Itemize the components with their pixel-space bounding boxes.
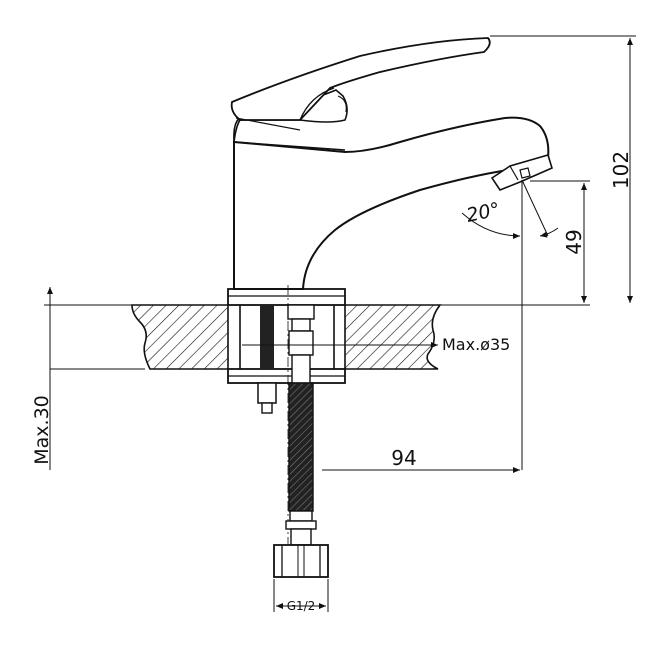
base-flange — [227, 288, 346, 306]
dimension-spout-reach: 94 — [322, 446, 520, 473]
braided-hose — [288, 382, 314, 512]
spout-angle-label: 20° — [464, 198, 502, 227]
aerator — [490, 154, 553, 191]
height-total-label: 102 — [609, 151, 633, 189]
thread-label: G1/2 — [287, 599, 316, 613]
spout-reach-label: 94 — [391, 446, 416, 470]
dimension-height-total: 102 — [490, 35, 636, 303]
dimension-spout-angle: 20° — [461, 179, 559, 470]
max-thickness-label: Max.30 — [31, 395, 53, 465]
lever-arm — [230, 37, 491, 121]
spout-height-label: 49 — [562, 229, 586, 254]
dimension-max-thickness: Max.30 — [31, 287, 56, 470]
countertop-section — [50, 304, 590, 370]
dimension-hole-diameter: Max.ø35 — [242, 335, 510, 354]
dimension-thread: G1/2 — [273, 579, 329, 613]
mounting-assembly — [227, 285, 346, 578]
faucet-body — [227, 37, 553, 306]
faucet-column-spout — [233, 116, 550, 290]
dimension-spout-height: 49 — [530, 180, 590, 303]
mounting-stud — [260, 305, 274, 369]
countertop-left-section — [131, 304, 229, 370]
hole-diameter-label: Max.ø35 — [442, 335, 510, 354]
mounting-nut — [257, 382, 277, 404]
hose-nut — [273, 544, 329, 578]
countertop-right-section — [344, 304, 442, 370]
